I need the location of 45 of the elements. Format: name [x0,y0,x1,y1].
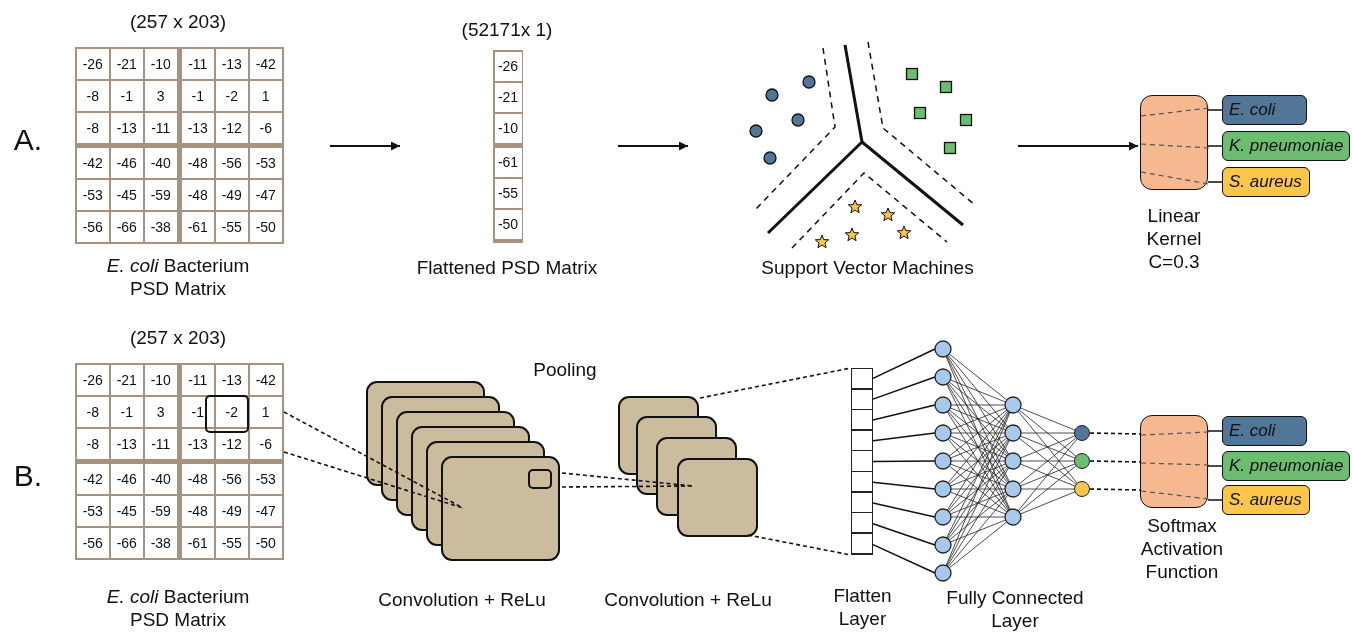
caption-text: Convolution + ReLu [377,588,547,612]
caption-text: Convolution + ReLu [603,588,773,612]
arrow [617,141,689,151]
connector-line [872,348,936,574]
class-tag: K. pneumoniae [1222,451,1350,481]
arrow [329,141,401,151]
panel-letter: B. [12,458,44,494]
connector-line [1207,430,1223,432]
dimension-text: (257 x 203) [128,326,228,350]
dimension-text: (52171x 1) [460,18,554,42]
panel-letter: A. [12,122,44,158]
caption-text: Linear Kernel C=0.3 [1145,204,1203,274]
caption-text: Flatten Layer [832,584,893,631]
caption-text: Support Vector Machines [760,256,975,280]
output-neuron [1074,481,1090,497]
connector-line [1207,181,1223,183]
connector-line [1207,109,1223,111]
dashed-line [1089,460,1141,463]
class-tag: E. coli [1222,416,1307,446]
class-tag: S. aureus [1222,485,1310,515]
caption-text: Fully Connected Layer [945,586,1085,633]
class-tag: S. aureus [1222,167,1310,197]
dashed-line [1089,432,1141,435]
feature-map-stack-drawing [365,380,562,563]
caption-text: Flattened PSD Matrix [415,256,599,280]
connector-line [1207,145,1223,147]
softmax-box [1140,415,1208,508]
caption-text: E. coli Bacterium PSD Matrix [105,254,251,301]
dimension-text: (257 x 203) [128,10,228,34]
connector-line [1207,465,1223,467]
caption-text: E. coli Bacterium PSD Matrix [105,585,251,632]
class-tag: E. coli [1222,95,1307,125]
connector-line [1207,499,1223,501]
step-label: Pooling [532,358,598,382]
class-tag: K. pneumoniae [1222,131,1350,161]
caption-text: Softmax Activation Function [1139,514,1225,584]
dashed-line [1089,488,1141,491]
output-neuron [1074,453,1090,469]
flatten-bar [851,368,873,555]
dashed-line [283,411,464,509]
output-neuron [1074,425,1090,441]
feature-map-stack-drawing [617,395,759,538]
dashed-line [561,472,694,488]
arrow [1017,141,1139,151]
classifier-box [1140,95,1208,190]
